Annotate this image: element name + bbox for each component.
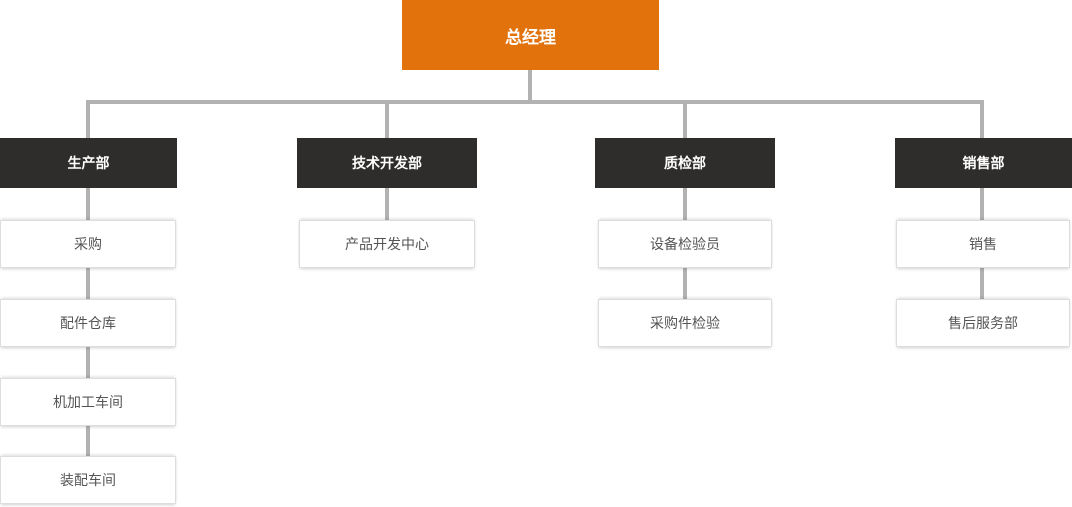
connector-horizontal-rail	[86, 100, 984, 104]
connector-root-stem	[528, 70, 532, 100]
root-node-general-manager[interactable]: 总经理	[402, 0, 659, 70]
connector-col3-2	[683, 268, 687, 299]
child-node-label: 配件仓库	[60, 315, 116, 331]
child-node-purchasing[interactable]: 采购	[0, 220, 176, 268]
dept-node-quality-inspection[interactable]: 质检部	[595, 138, 775, 188]
child-node-after-sales-service[interactable]: 售后服务部	[896, 299, 1070, 347]
connector-col1-2	[86, 268, 90, 299]
dept-node-label: 技术开发部	[352, 155, 422, 171]
child-node-machining-workshop[interactable]: 机加工车间	[0, 378, 176, 426]
child-node-label: 售后服务部	[948, 315, 1018, 331]
connector-col2-1	[385, 188, 389, 220]
child-node-parts-warehouse[interactable]: 配件仓库	[0, 299, 176, 347]
connector-drop-tech	[385, 104, 389, 138]
connector-col1-4	[86, 425, 90, 456]
child-node-label: 产品开发中心	[345, 236, 429, 252]
connector-drop-production	[86, 104, 90, 138]
child-node-label: 机加工车间	[53, 394, 123, 410]
connector-drop-sales	[980, 104, 984, 138]
dept-node-tech-development[interactable]: 技术开发部	[297, 138, 477, 188]
dept-node-production[interactable]: 生产部	[0, 138, 177, 188]
dept-node-label: 质检部	[664, 155, 706, 171]
child-node-product-dev-center[interactable]: 产品开发中心	[299, 220, 475, 268]
child-node-sales[interactable]: 销售	[896, 220, 1070, 268]
child-node-label: 采购	[74, 236, 102, 252]
child-node-equipment-inspector[interactable]: 设备检验员	[598, 220, 772, 268]
dept-node-sales[interactable]: 销售部	[895, 138, 1072, 188]
connector-col1-3	[86, 347, 90, 378]
connector-col3-1	[683, 188, 687, 220]
child-node-label: 装配车间	[60, 472, 116, 488]
child-node-assembly-workshop[interactable]: 装配车间	[0, 456, 176, 504]
connector-col4-1	[980, 188, 984, 220]
connector-drop-quality	[683, 104, 687, 138]
dept-node-label: 销售部	[962, 155, 1005, 171]
connector-col4-2	[980, 268, 984, 299]
child-node-label: 设备检验员	[650, 236, 720, 252]
child-node-purchased-parts-inspection[interactable]: 采购件检验	[598, 299, 772, 347]
root-node-label: 总经理	[505, 27, 556, 47]
connector-col1-1	[86, 188, 90, 220]
child-node-label: 销售	[969, 236, 997, 252]
child-node-label: 采购件检验	[650, 315, 720, 331]
dept-node-label: 生产部	[67, 155, 110, 171]
